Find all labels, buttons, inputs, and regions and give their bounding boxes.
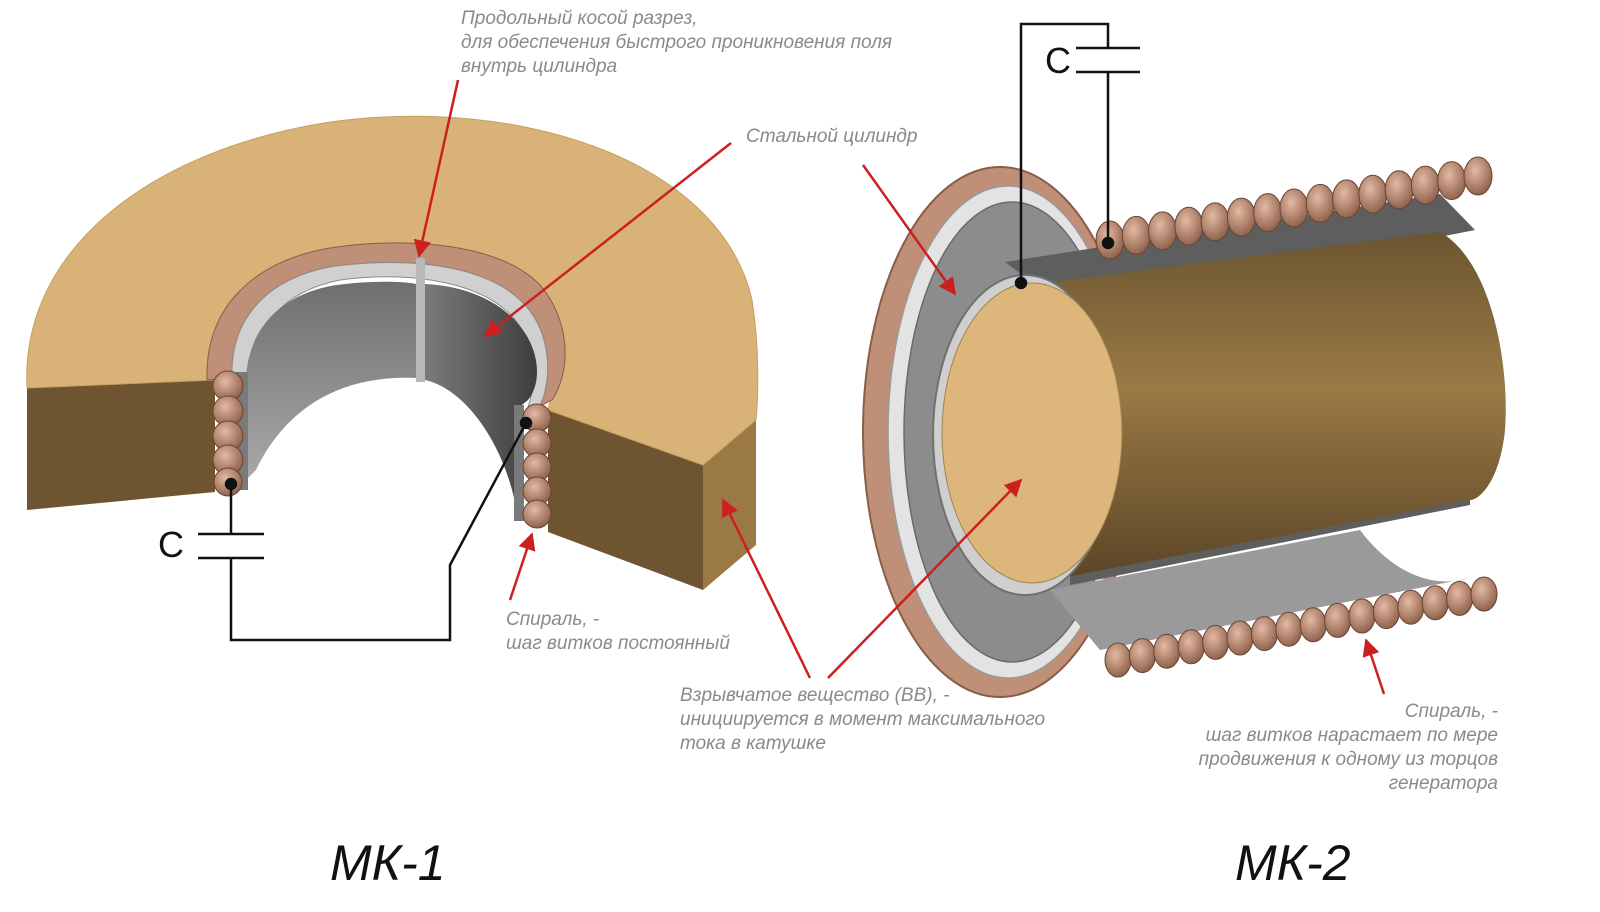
label-spiral1-line-1: Спираль, - — [506, 609, 600, 630]
arrow-slit — [413, 79, 460, 258]
mk2-coil-bottom-turn — [1104, 642, 1132, 678]
mk2-coil-bottom-turn — [1324, 602, 1352, 638]
mk1-outer-side-left — [27, 380, 215, 510]
mk2-coil-bottom-turn — [1226, 620, 1254, 656]
label-explosive: Взрывчатое вещество (ВВ), - инициируется… — [680, 684, 1045, 756]
mk2-coil-bottom-turn — [1177, 629, 1205, 665]
label-spiral1-line-2: шаг витков постоянный — [506, 633, 730, 654]
label-spiral2-line-1: Спираль, - — [1404, 701, 1498, 722]
mk2-coil-bottom-turn — [1299, 607, 1327, 643]
mk2-drawing — [862, 22, 1506, 698]
mk2-coil-top-turn — [1410, 165, 1440, 205]
label-spiral2-line-2: шаг витков нарастает по мере — [1205, 725, 1498, 746]
label-explosive-line-2: инициируется в момент максимального — [680, 709, 1046, 730]
mk2-coil-top-turn — [1253, 193, 1283, 233]
label-steel: Стальной цилиндр — [746, 125, 918, 149]
caption-mk1: МК-1 — [330, 835, 446, 891]
mk2-coil-top-turn — [1384, 170, 1414, 210]
label-slit-line-1: Продольный косой разрез, — [461, 8, 698, 29]
mk2-coil-top-turn — [1305, 183, 1335, 223]
mk1-capacitor-circuit — [198, 416, 533, 642]
mk2-coil-top-turn — [1174, 206, 1204, 246]
label-slit-line-2: для обеспечения быстрого проникновения п… — [461, 32, 893, 53]
mk2-coil-bottom-turn — [1202, 624, 1230, 660]
mk1-steel-wall-right — [425, 284, 537, 520]
label-slit-line-3: внутрь цилиндра — [461, 56, 618, 77]
pointer-arrows — [413, 79, 1386, 695]
mk2-coil-bottom-turn — [1275, 611, 1303, 647]
mk2-coil-bottom-turn — [1421, 585, 1449, 621]
mk1-coil-left — [212, 370, 248, 497]
arrow-spiral1 — [508, 532, 536, 601]
arrow-explosive-mk1 — [721, 498, 812, 679]
mk2-coil-top-turn — [1121, 215, 1151, 255]
mk2-coil-bottom-turn — [1446, 580, 1474, 616]
mk1-slit-gap — [416, 258, 425, 382]
arrow-explosive-mk2 — [827, 478, 1023, 679]
label-explosive-line-3: тока в катушке — [680, 733, 826, 754]
mk2-coil-top-turn — [1463, 156, 1493, 196]
mk2-coil-top-turn — [1148, 211, 1178, 251]
mk2-lower-steel-wall — [1050, 530, 1470, 650]
mk2-capacitor-circuit — [1014, 22, 1140, 290]
label-spiral2: Спираль, - шаг витков нарастает по мере … — [1199, 700, 1498, 796]
mk2-explosive-face — [941, 282, 1123, 584]
mk2-coil-bottom-turn — [1397, 589, 1425, 625]
label-steel-line-1: Стальной цилиндр — [746, 126, 918, 147]
arrow-steel-mk1 — [483, 142, 732, 338]
mk1-outer-side-right — [548, 410, 703, 590]
mk2-coil-top-turn — [1332, 179, 1362, 219]
mk2-coil-bottom-turn — [1250, 616, 1278, 652]
label-spiral2-line-3: продвижения к одному из торцов — [1198, 749, 1498, 770]
caption-mk2: МК-2 — [1235, 835, 1351, 891]
mk2-coil-bottom — [1104, 576, 1498, 678]
label-explosive-line-1: Взрывчатое вещество (ВВ), - — [680, 685, 950, 706]
mk1-steel-wall-left — [245, 281, 416, 480]
mk2-coil-top-turn — [1226, 197, 1256, 237]
mk2-coil-top-turn — [1437, 161, 1467, 201]
label-spiral1: Спираль, - шаг витков постоянный — [506, 608, 730, 656]
mk2-coil-bottom-turn — [1348, 598, 1376, 634]
mk2-explosive-body — [1030, 232, 1506, 580]
mk2-coil-top-turn — [1358, 174, 1388, 214]
capacitor-label-mk2: C — [1045, 40, 1071, 81]
mk2-coil-top-turn — [1279, 188, 1309, 228]
mk2-coil-bottom-turn — [1470, 576, 1498, 612]
label-slit: Продольный косой разрез, для обеспечения… — [461, 7, 892, 79]
mk1-coil-right — [514, 403, 552, 529]
mk2-coil-bottom-turn — [1153, 633, 1181, 669]
mk2-coil-bottom-turn — [1128, 638, 1156, 674]
mk1-drawing — [26, 115, 759, 642]
arrow-steel-mk2 — [861, 164, 957, 296]
mk2-coil-top-turn — [1200, 202, 1230, 242]
label-spiral2-line-4: генератора — [1388, 773, 1498, 794]
capacitor-label-mk1: C — [158, 524, 184, 565]
arrow-spiral2 — [1362, 638, 1386, 695]
mk2-coil-top — [1095, 156, 1493, 260]
mk2-coil-bottom-turn — [1372, 594, 1400, 630]
